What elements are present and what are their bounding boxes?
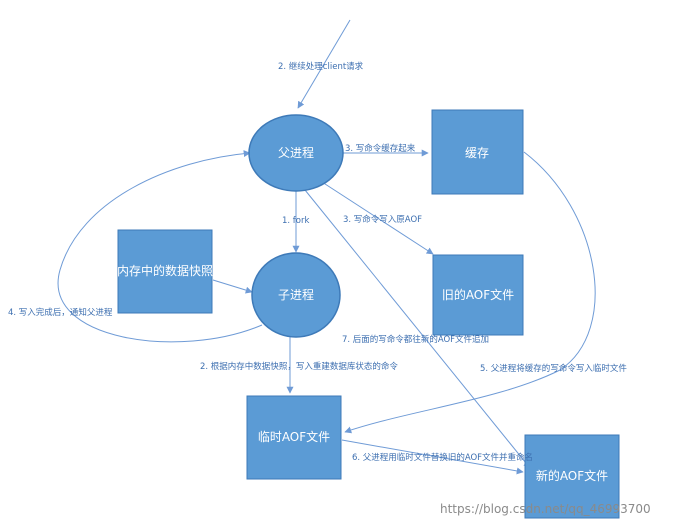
node-temp-aof-label: 临时AOF文件	[258, 429, 330, 444]
node-new-aof	[524, 434, 620, 519]
edge-label-append: 7. 后面的写命令都往新的AOF文件追加	[342, 334, 489, 345]
edge-parent-to-new-aof	[304, 189, 531, 469]
node-new-aof-label: 新的AOF文件	[536, 468, 608, 483]
edge-label-replace: 6. 父进程用临时文件替换旧的AOF文件并重命名	[352, 452, 533, 463]
edge-snapshot-to-child	[212, 279, 253, 294]
node-snapshot	[117, 229, 213, 314]
edge-label-client: 2. 继续处理client请求	[278, 61, 364, 72]
edge-temp-to-new-aof	[341, 439, 524, 475]
edge-child-notify-parent	[57, 150, 263, 343]
edge-cache-to-temp-aof	[344, 151, 596, 434]
edge-label-rebuild: 2. 根据内存中数据快照，写入重建数据库状态的命令	[200, 361, 398, 372]
node-old-aof	[432, 254, 524, 336]
edge-label-old-aof: 3. 写命令写入原AOF	[343, 214, 422, 225]
node-cache-label: 缓存	[465, 146, 489, 160]
watermark: https://blog.csdn.net/qq_46993700	[440, 502, 651, 516]
edge-label-buffer-to-temp: 5. 父进程将缓存的写命令写入临时文件	[480, 363, 627, 374]
edge-client-to-parent	[297, 19, 351, 109]
edge-label-notify: 4. 写入完成后，通知父进程	[8, 307, 113, 318]
node-snapshot-label: 内存中的数据快照	[117, 263, 213, 278]
edge-label-cache: 3. 写命令缓存起来	[345, 143, 416, 154]
node-parent-process	[248, 114, 344, 192]
edge-label-fork: 1. fork	[282, 216, 309, 226]
node-child-process	[251, 252, 341, 338]
node-parent-label: 父进程	[278, 145, 314, 160]
node-child-label: 子进程	[278, 287, 314, 302]
edge-parent-to-old-aof	[321, 181, 434, 255]
node-cache	[431, 109, 524, 195]
node-old-aof-label: 旧的AOF文件	[442, 287, 514, 302]
node-temp-aof	[246, 395, 342, 480]
